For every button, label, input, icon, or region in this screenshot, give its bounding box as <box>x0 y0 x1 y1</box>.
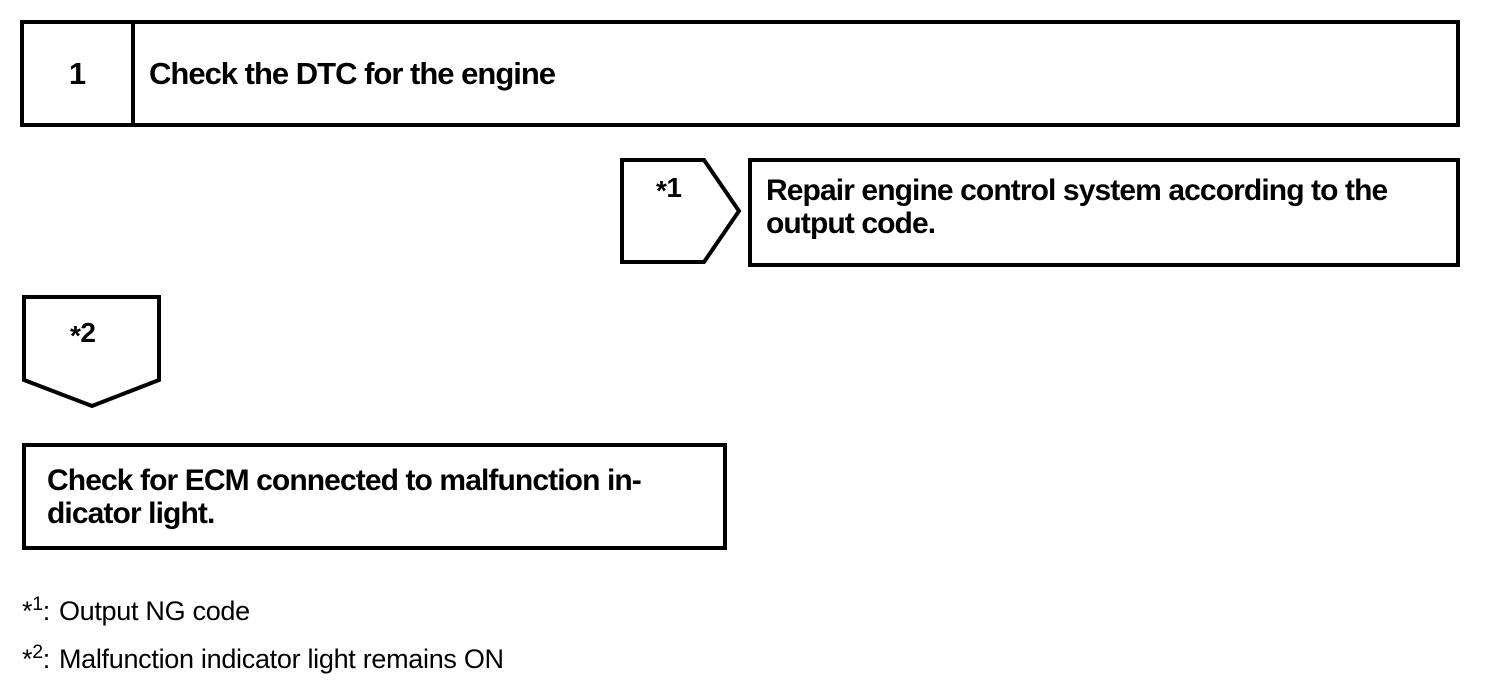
footnote-text: Output NG code <box>58 596 250 626</box>
step-title: Check the DTC for the engine <box>149 55 556 91</box>
ecm-check-box: Check for ECM connected to malfunction i… <box>22 443 727 550</box>
action-text-line: dicator light. <box>47 497 215 530</box>
asterisk-mark: * <box>656 175 667 207</box>
connector-number: 2 <box>80 317 96 348</box>
action-text-line: Check for ECM connected to malfunction i… <box>47 464 642 497</box>
step-number-cell: 1 <box>24 24 135 123</box>
footnote-separator: : <box>42 596 51 626</box>
footnote-number: 1 <box>32 593 43 615</box>
pentagon-down-icon <box>22 295 161 409</box>
action-text-line: Repair engine control system according t… <box>766 174 1388 207</box>
connector-right: *1 <box>620 158 742 264</box>
repair-action-box: Repair engine control system according t… <box>748 158 1460 267</box>
footnote-number: 2 <box>32 641 43 663</box>
step-header-box: 1 Check the DTC for the engine <box>20 20 1460 127</box>
connector-down-label: *2 <box>70 317 96 352</box>
footnote-2: *2:Malfunction indicator light remains O… <box>22 632 504 680</box>
footnote-separator: : <box>42 644 51 674</box>
connector-right-label: *1 <box>656 172 682 207</box>
asterisk-mark: * <box>22 596 33 626</box>
step-title-cell: Check the DTC for the engine <box>135 24 1456 123</box>
asterisk-mark: * <box>22 644 33 674</box>
footnote-text: Malfunction indicator light remains ON <box>58 644 504 674</box>
connector-down: *2 <box>22 295 161 409</box>
pentagon-right-icon <box>620 158 742 264</box>
footnotes: *1:Output NG code *2:Malfunction indicat… <box>22 584 504 680</box>
action-text-line: output code. <box>766 207 936 240</box>
asterisk-mark: * <box>70 320 81 352</box>
footnote-1: *1:Output NG code <box>22 584 504 632</box>
step-number: 1 <box>68 55 87 91</box>
connector-number: 1 <box>666 172 682 203</box>
